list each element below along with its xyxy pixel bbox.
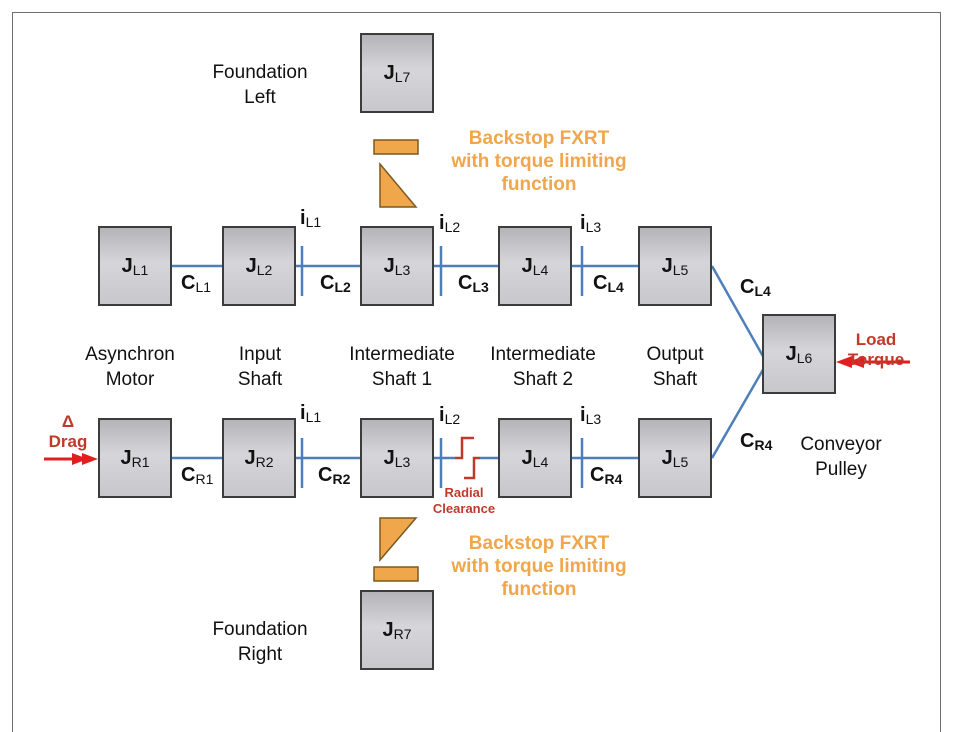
stiffness-label-cl4b: CL4 [740, 276, 771, 299]
stiffness-label-cl4a: CL4 [593, 272, 624, 295]
block-label: JL2 [245, 254, 273, 278]
load-arrow-head [836, 356, 852, 368]
drag-arrow-head [72, 453, 88, 465]
stiffness-label-cr4a: CR4 [590, 464, 623, 487]
belt-line [710, 367, 766, 459]
inertia-block-jr4: JL4 [498, 418, 572, 498]
stiffness-label-cl1: CL1 [181, 272, 212, 295]
ratio-label-ir2: iL2 [439, 404, 461, 427]
block-label: JL4 [521, 446, 549, 470]
block-label: JL3 [383, 446, 411, 470]
inertia-block-jl6: JL6 [762, 314, 836, 394]
backstop-pad-top [373, 139, 419, 155]
radial-clearance-symbol [464, 456, 480, 480]
inertia-block-jl2: JL2 [222, 226, 296, 306]
backstop-wedge-bottom [379, 517, 418, 563]
ratio-label-ir3: iL3 [580, 404, 602, 427]
inertia-block-jl5: JL5 [638, 226, 712, 306]
block-label: JL5 [661, 254, 689, 278]
block-label: JR2 [244, 446, 274, 470]
radial-clearance-symbol [455, 436, 474, 460]
drivetrain-diagram: JL1 JL2 JL3 JL4 JL5 JL7 JL6 JR1 JR2 JL3 … [12, 12, 941, 732]
figure-frame [12, 12, 941, 732]
block-label: JR1 [120, 446, 150, 470]
stiffness-label-cl3: CL3 [458, 272, 489, 295]
inertia-block-jr1: JR1 [98, 418, 172, 498]
belt-line [710, 265, 766, 359]
backstop-wedge-top [379, 161, 418, 208]
inertia-block-jr2: JR2 [222, 418, 296, 498]
block-label: JR7 [382, 618, 412, 642]
inertia-block-jr7: JR7 [360, 590, 434, 670]
stiffness-label-cr2: CR2 [318, 464, 351, 487]
block-label: JL5 [661, 446, 689, 470]
block-label: JL3 [383, 254, 411, 278]
block-label: JL1 [121, 254, 149, 278]
stiffness-label-cr4b: CR4 [740, 430, 773, 453]
connections-layer [44, 139, 910, 582]
block-label: JL7 [383, 61, 411, 85]
block-label: JL4 [521, 254, 549, 278]
block-label: JL6 [785, 342, 813, 366]
inertia-block-jr3: JL3 [360, 418, 434, 498]
ratio-label-ir1: iL1 [300, 402, 322, 425]
load-arrow-head [848, 356, 864, 368]
stiffness-label-cl2: CL2 [320, 272, 351, 295]
inertia-block-jl1: JL1 [98, 226, 172, 306]
inertia-block-jl4: JL4 [498, 226, 572, 306]
inertia-block-jr5: JL5 [638, 418, 712, 498]
backstop-pad-bottom [373, 566, 419, 582]
ratio-label-il2: iL2 [439, 212, 461, 235]
ratio-label-il3: iL3 [580, 212, 602, 235]
ratio-label-il1: iL1 [300, 207, 322, 230]
stiffness-label-cr1: CR1 [181, 464, 214, 487]
inertia-block-jl3: JL3 [360, 226, 434, 306]
drag-arrow-head [82, 453, 98, 465]
inertia-block-jl7: JL7 [360, 33, 434, 113]
